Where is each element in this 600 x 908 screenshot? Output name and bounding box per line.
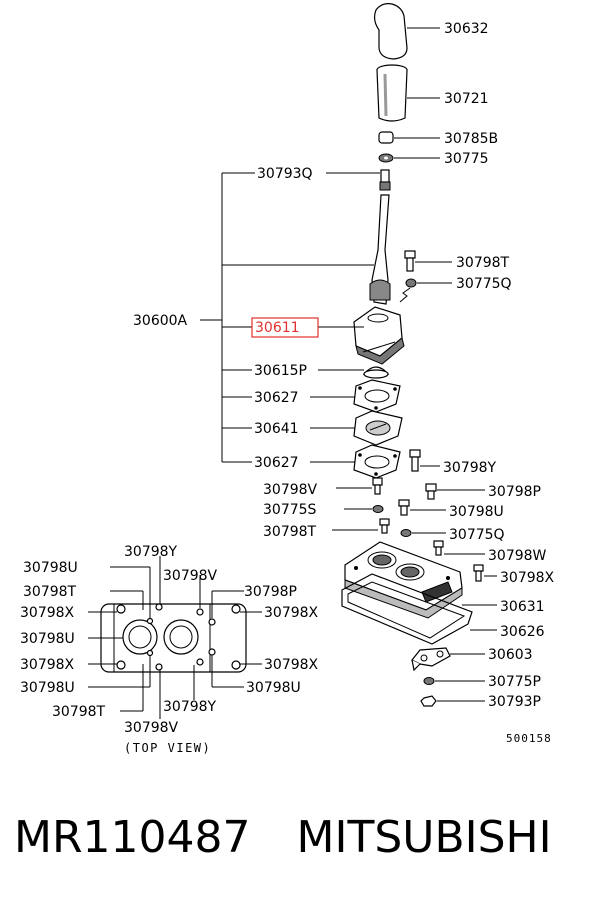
label-30793P[interactable]: 30793P [488, 694, 541, 710]
bolt-30798V[interactable] [336, 477, 383, 495]
tv-label-30798X-left-upper[interactable]: 30798X [20, 605, 75, 621]
label-30600A[interactable]: 30600A [133, 313, 188, 329]
label-30798Y-mid[interactable]: 30798Y [443, 460, 497, 476]
bolt-30798T-top[interactable] [404, 250, 452, 272]
tv-label-30798U-left[interactable]: 30798U [20, 631, 75, 647]
lever-sleeve-part[interactable] [376, 64, 440, 122]
spring-seat-part[interactable] [362, 366, 390, 379]
label-30798T-top[interactable]: 30798T [456, 255, 510, 271]
top-view-caption: (TOP VIEW) [124, 741, 211, 755]
label-30626[interactable]: 30626 [500, 624, 545, 640]
tv-label-30798P-top[interactable]: 30798P [244, 584, 297, 600]
label-30641[interactable]: 30641 [254, 421, 299, 437]
label-30798T-mid[interactable]: 30798T [263, 524, 317, 540]
tv-label-30798T-bottom[interactable]: 30798T [52, 704, 106, 720]
top-view-leader-lines [88, 556, 262, 719]
retainer-plate-part[interactable] [353, 410, 403, 446]
tv-label-30798Y-top[interactable]: 30798Y [124, 544, 178, 560]
washer-part[interactable] [378, 153, 440, 163]
label-30798P-mid[interactable]: 30798P [488, 484, 541, 500]
tv-label-30798T-top[interactable]: 30798T [23, 584, 77, 600]
bolt-30798T-mid[interactable] [332, 518, 390, 534]
base-gasket-part[interactable] [341, 573, 497, 645]
part-number: MR110487 [14, 812, 251, 863]
label-30793Q[interactable]: 30793Q [257, 166, 313, 182]
tv-label-30798Y-bottom[interactable]: 30798Y [163, 699, 217, 715]
label-30615P[interactable]: 30615P [254, 363, 307, 379]
label-30775Q-mid[interactable]: 30775Q [449, 527, 505, 543]
label-30775Q-top[interactable]: 30775Q [456, 276, 512, 292]
bolt-30798P[interactable] [425, 483, 485, 500]
bolt-30798W[interactable] [433, 540, 485, 556]
washer-30775S[interactable] [344, 505, 384, 513]
tv-label-30798U-right[interactable]: 30798U [246, 680, 301, 696]
label-30775S[interactable]: 30775S [263, 502, 317, 518]
label-30627-upper[interactable]: 30627 [254, 390, 299, 406]
tv-label-30798V-bottom[interactable]: 30798V [124, 720, 179, 736]
stopper-bracket-part[interactable] [411, 647, 485, 672]
label-30611[interactable]: 30611 [255, 320, 300, 336]
label-30631[interactable]: 30631 [500, 599, 545, 615]
lever-housing-part[interactable] [344, 541, 497, 619]
part-footer: MR110487 MITSUBISHI [14, 808, 594, 868]
shift-lever-assembly[interactable] [353, 169, 405, 365]
washer-30775Q-top[interactable] [405, 278, 452, 288]
brand-name: MITSUBISHI [296, 812, 552, 863]
bushing-part[interactable] [378, 131, 440, 144]
tv-label-30798X-right-lower[interactable]: 30798X [264, 657, 319, 673]
assembly-bracket-lines [200, 172, 380, 463]
label-30603[interactable]: 30603 [488, 647, 533, 663]
label-30775P[interactable]: 30775P [488, 674, 541, 690]
shift-lever-parts-diagram: 30632 30721 30785B 30775 30798T [20, 3, 555, 755]
gasket-lower-part[interactable] [353, 444, 401, 479]
label-30721[interactable]: 30721 [444, 91, 489, 107]
diagram-code: 500158 [506, 732, 552, 745]
tv-label-30798X-left-lower[interactable]: 30798X [20, 657, 75, 673]
label-30798U-mid[interactable]: 30798U [449, 504, 504, 520]
label-30785B[interactable]: 30785B [444, 131, 498, 147]
label-30627-lower[interactable]: 30627 [254, 455, 299, 471]
label-30775[interactable]: 30775 [444, 151, 489, 167]
gasket-upper-part[interactable] [353, 379, 401, 413]
nut-30793P[interactable] [420, 695, 485, 707]
bolt-30798U[interactable] [398, 499, 446, 516]
tv-label-30798V-top[interactable]: 30798V [163, 568, 218, 584]
washer-30775Q-mid[interactable] [400, 529, 446, 537]
label-30632[interactable]: 30632 [444, 21, 489, 37]
tv-label-30798U-top[interactable]: 30798U [23, 560, 78, 576]
label-30798V-mid[interactable]: 30798V [263, 482, 318, 498]
highlight-box-30611 [251, 317, 319, 338]
top-view-drawing[interactable] [100, 603, 247, 673]
label-30798X-mid[interactable]: 30798X [500, 570, 555, 586]
bolt-30798X-mid[interactable] [473, 564, 497, 582]
tv-label-30798U-left-lower[interactable]: 30798U [20, 680, 75, 696]
washer-30775P[interactable] [423, 677, 485, 685]
bolt-30798Y[interactable] [409, 449, 440, 472]
tv-label-30798X-right-upper[interactable]: 30798X [264, 605, 319, 621]
label-30798W[interactable]: 30798W [488, 548, 547, 564]
shift-knob-part[interactable] [373, 3, 440, 60]
